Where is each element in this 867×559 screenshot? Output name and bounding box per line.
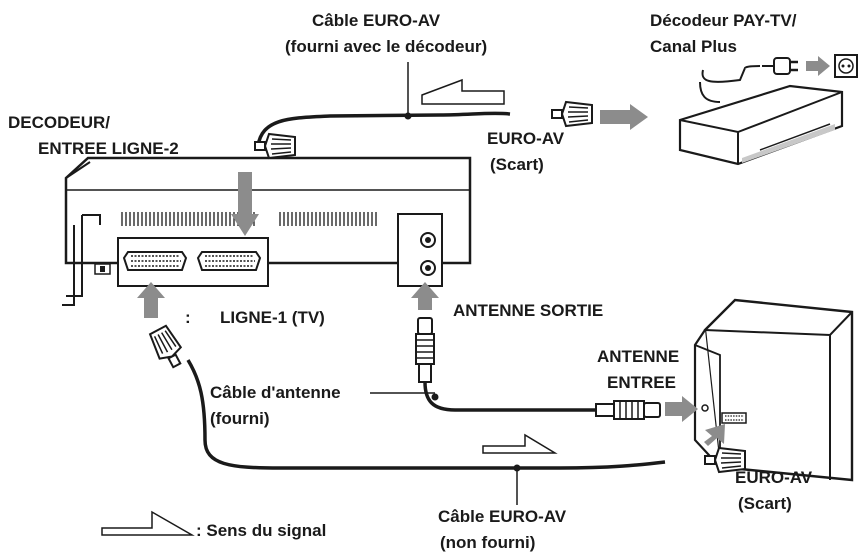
euro-av-cable-tv	[186, 359, 666, 470]
antenna-cable-label-1: Câble d'antenne	[210, 383, 341, 402]
tv-scart-label-2: (Scart)	[738, 494, 792, 513]
scart-socket-line1	[122, 251, 188, 271]
vcr-decoder-input-label-2: ENTREE LIGNE-2	[38, 139, 179, 158]
decoder-label-2: Canal Plus	[650, 37, 737, 56]
scart-plug-icon	[146, 323, 189, 372]
wall-socket-icon	[834, 54, 858, 78]
vcr-rear-panel	[62, 156, 472, 306]
cable-tv-label-1: Câble EURO-AV	[438, 507, 567, 526]
decoder-box	[678, 84, 844, 166]
line1-tv-label: LIGNE-1 (TV)	[220, 308, 325, 327]
euro-av-cable-decoder	[256, 111, 511, 147]
legend-signal-direction: : Sens du signal	[196, 521, 327, 540]
scart-socket-line2	[196, 251, 262, 271]
vcr-decoder-input-label-1: DECODEUR/	[8, 113, 111, 132]
cable-decoder-label-1: Câble EURO-AV	[312, 11, 441, 30]
line1-colon: :	[185, 308, 191, 327]
signal-direction-icon	[421, 78, 505, 105]
antenna-in-label-2: ENTREE	[607, 373, 676, 392]
antenna-plug-icon	[415, 317, 435, 383]
antenna-cable	[423, 381, 595, 412]
antenna-out-label: ANTENNE SORTIE	[453, 301, 604, 320]
tv-scart-label-1: EURO-AV	[735, 468, 813, 487]
tv-set	[693, 298, 854, 482]
decoder-scart-label-1: EURO-AV	[487, 129, 565, 148]
cable-decoder-label-2: (fourni avec le décodeur)	[285, 37, 488, 56]
antenna-cable-label-2: (fourni)	[210, 409, 270, 428]
decoder-label-1: Décodeur PAY-TV/	[650, 11, 797, 30]
signal-direction-icon	[101, 510, 195, 536]
scart-plug-icon	[551, 101, 593, 127]
cable-tv-label-2: (non fourni)	[440, 533, 536, 552]
antenna-in-label-1: ANTENNE	[597, 347, 680, 366]
antenna-plug-icon	[595, 400, 661, 420]
power-plug-icon	[744, 57, 798, 75]
decoder-scart-label-2: (Scart)	[490, 155, 544, 174]
signal-direction-icon	[482, 433, 558, 454]
